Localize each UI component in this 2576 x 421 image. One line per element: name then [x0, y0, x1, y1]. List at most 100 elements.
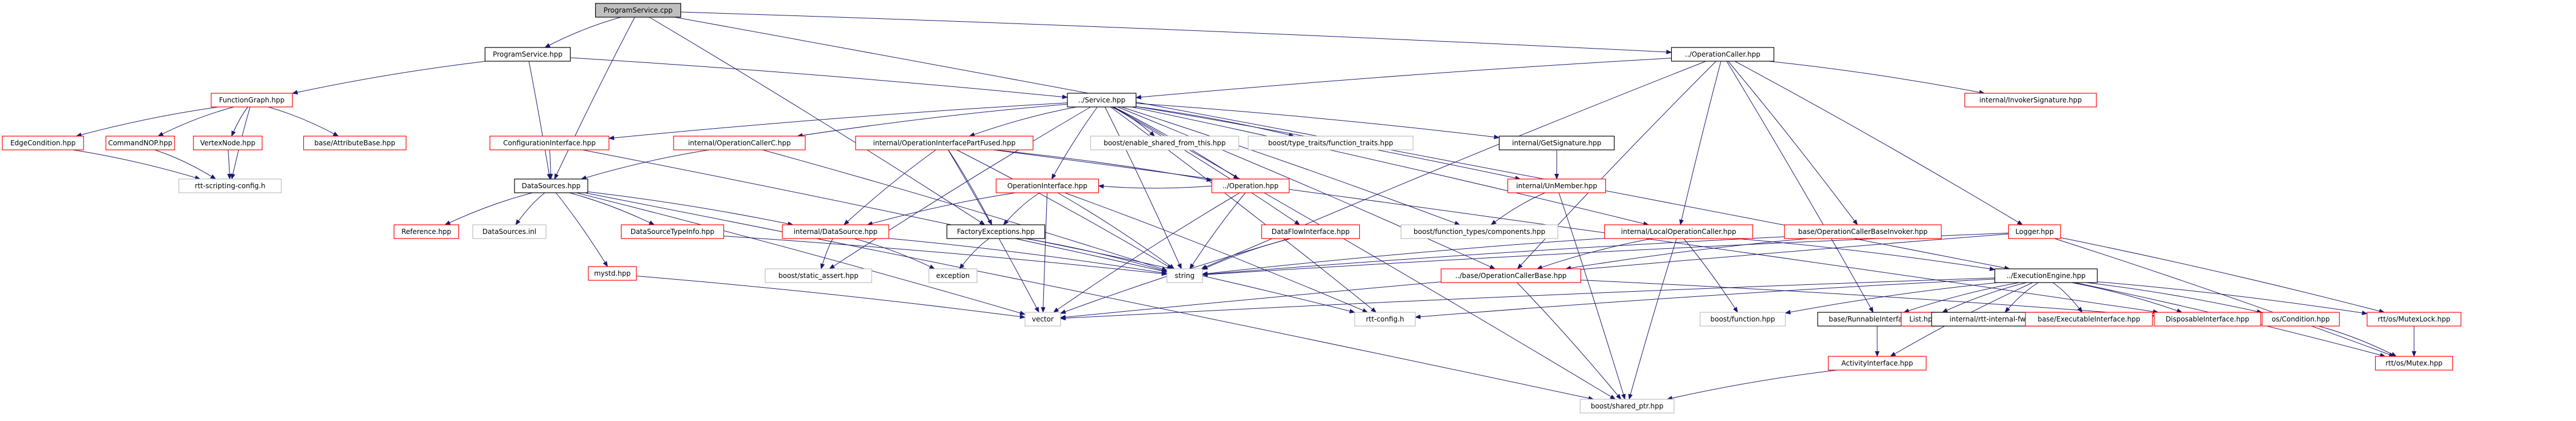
edge-n18-n49: [584, 192, 1594, 401]
node-functiongraph-hpp[interactable]: FunctionGraph.hpp: [211, 93, 293, 108]
node-box: [2, 136, 84, 150]
node-label: internal/OperationInterfacePartFused.hpp: [873, 139, 1016, 147]
node-activityinterface-hpp[interactable]: ActivityInterface.hpp: [1827, 356, 1927, 371]
node-label: mystd.hpp: [594, 269, 631, 277]
edge-n47-n49: [1666, 370, 1838, 400]
node-label: CommandNOP.hpp: [108, 139, 172, 147]
node-internal-operationcallerc-hpp[interactable]: internal/OperationCallerC.hpp: [673, 136, 806, 150]
node-box: [1498, 136, 1615, 150]
edge-n7-n10: [154, 149, 216, 180]
edge-n26-n24: [1098, 184, 1212, 189]
node-string[interactable]: string: [1166, 268, 1203, 283]
node-boost-function-types-components-hpp[interactable]: boost/function_types/components.hpp: [1400, 224, 1558, 239]
edge-n24-n35: [1058, 192, 1175, 269]
edge-n1-n3: [292, 61, 486, 95]
edge-n2-n38: [1517, 61, 1716, 269]
node-internal-unmember-hpp[interactable]: internal/UnMember.hpp: [1507, 178, 1606, 193]
edge-n4-n12: [797, 104, 1068, 138]
edge-n26-n36: [1052, 192, 1240, 313]
node-box: [995, 178, 1099, 193]
edge-n4-n49: [1113, 106, 1616, 400]
edge-n24-n36: [1040, 192, 1048, 313]
node-logger-hpp[interactable]: Logger.hpp: [2008, 224, 2061, 239]
node-label: internal/InvokerSignature.hpp: [1979, 96, 2082, 104]
node-edgecondition-hpp[interactable]: EdgeCondition.hpp: [2, 136, 84, 150]
node-factoryexceptions-hpp[interactable]: FactoryExceptions.hpp: [946, 224, 1046, 239]
node-box: [2154, 312, 2261, 327]
node-internal-operationinterfacepartfused-hpp[interactable]: internal/OperationInterfacePartFused.hpp: [855, 136, 1034, 150]
node-box: [620, 224, 725, 239]
node-boost-function-hpp[interactable]: boost/function.hpp: [1699, 312, 1786, 327]
node-executionengine-hpp[interactable]: ../ExecutionEngine.hpp: [1994, 268, 2098, 283]
node-internal-datasource-hpp[interactable]: internal/DataSource.hpp: [782, 224, 889, 239]
edge-n31-n38: [1565, 238, 1809, 271]
node-programservice-cpp[interactable]: ProgramService.cpp: [595, 3, 682, 18]
edge-n30-n38: [1536, 238, 1653, 269]
node-box: [1211, 178, 1290, 193]
node-mystd-hpp[interactable]: mystd.hpp: [588, 266, 637, 281]
node-label: internal/OperationCallerC.hpp: [688, 139, 791, 147]
node-vertexnode-hpp[interactable]: VertexNode.hpp: [193, 136, 263, 150]
node-service-hpp[interactable]: ../Service.hpp: [1067, 93, 1137, 108]
node-internal-localoperationcaller-hpp[interactable]: internal/LocalOperationCaller.hpp: [1604, 224, 1754, 239]
node-internal-getsignature-hpp[interactable]: internal/GetSignature.hpp: [1498, 136, 1615, 150]
node-disposableinterface-hpp[interactable]: DisposableInterface.hpp: [2154, 312, 2261, 327]
edge-n2-n40: [1726, 61, 1874, 313]
edge-n24-n25: [1003, 192, 1040, 225]
node-datasources-hpp[interactable]: DataSources.hpp: [514, 178, 588, 193]
node-label: internal/UnMember.hpp: [1516, 182, 1597, 190]
node-box: [1248, 136, 1414, 150]
node-boost-type-traits-function-traits-hpp[interactable]: boost/type_traits/function_traits.hpp: [1248, 136, 1414, 150]
edge-n38-n44: [1580, 280, 2155, 318]
node-os-condition-hpp[interactable]: os/Condition.hpp: [2261, 312, 2340, 327]
node-box: [595, 3, 682, 18]
node-operation-hpp[interactable]: ../Operation.hpp: [1211, 178, 1290, 193]
edge-n2-n4: [1135, 58, 1672, 100]
edge-n22-n36: [636, 276, 1026, 319]
edge-n13-n25: [948, 149, 992, 225]
node-operationinterface-hpp[interactable]: OperationInterface.hpp: [995, 178, 1099, 193]
node-base-operationcallerbaseinvoker-hpp[interactable]: base/OperationCallerBaseInvoker.hpp: [1784, 224, 1942, 239]
node-base-executableinterface-hpp[interactable]: base/ExecutableInterface.hpp: [2025, 312, 2153, 327]
edge-n2-n5: [1768, 61, 1985, 95]
node-box: [303, 136, 407, 150]
node-reference-hpp[interactable]: Reference.hpp: [393, 224, 460, 239]
node-boost-shared-ptr-hpp[interactable]: boost/shared_ptr.hpp: [1580, 399, 1675, 414]
node-configurationinterface-hpp[interactable]: ConfigurationInterface.hpp: [489, 136, 610, 150]
node-box: [765, 268, 872, 283]
node-rtt-os-mutexlock-hpp[interactable]: rtt/os/MutexLock.hpp: [2367, 312, 2462, 327]
node-box: [1067, 93, 1137, 108]
node-programservice-hpp[interactable]: ProgramService.hpp: [484, 47, 571, 62]
node-box: [2025, 312, 2153, 327]
node-datasourcetypeinfo-hpp[interactable]: DataSourceTypeInfo.hpp: [620, 224, 725, 239]
edge-n4-n29: [1121, 106, 1461, 225]
edge-n12-n18: [580, 149, 710, 180]
node-datasources-inl[interactable]: DataSources.inl: [472, 224, 547, 239]
node-rtt-config-h[interactable]: rtt-config.h: [1354, 312, 1416, 327]
edge-n4-n24: [1051, 106, 1098, 180]
node-box: [1261, 224, 1360, 239]
node-dataflowinterface-hpp[interactable]: DataFlowInterface.hpp: [1261, 224, 1360, 239]
node-rtt-os-mutex-hpp[interactable]: rtt/os/Mutex.hpp: [2375, 356, 2454, 371]
edge-n18-n36: [576, 192, 1026, 315]
node-box: [472, 224, 547, 239]
edge-n18-n21: [569, 192, 655, 225]
edge-n17-n46: [2060, 237, 2385, 313]
node-internal-invokersignature-hpp[interactable]: internal/InvokerSignature.hpp: [1964, 93, 2097, 108]
node-box: [1671, 47, 1775, 62]
node-vector[interactable]: vector: [1024, 312, 1061, 327]
node-label: DisposableInterface.hpp: [2166, 315, 2249, 323]
node-boost-enable-shared-from-this-hpp[interactable]: boost/enable_shared_from_this.hpp: [1090, 136, 1240, 150]
node-base-attributebase-hpp[interactable]: base/AttributeBase.hpp: [303, 136, 407, 150]
node-boost-static-assert-hpp[interactable]: boost/static_assert.hpp: [765, 268, 872, 283]
node-exception[interactable]: exception: [928, 268, 978, 283]
node-commandnop-hpp[interactable]: CommandNOP.hpp: [105, 136, 175, 150]
node-operationcaller-hpp[interactable]: ../OperationCaller.hpp: [1671, 47, 1775, 62]
edge-n4-n15: [1135, 106, 1295, 137]
edge-n0-n1: [544, 17, 622, 48]
edge-n13-n23: [843, 149, 936, 225]
edge-n32-n41: [1941, 282, 2027, 313]
node-rtt-scripting-config-h[interactable]: rtt-scripting-config.h: [178, 178, 282, 193]
node-base-operationcallerbase-hpp[interactable]: ../base/OperationCallerBase.hpp: [1441, 268, 1581, 283]
node-label: ProgramService.hpp: [493, 50, 563, 58]
